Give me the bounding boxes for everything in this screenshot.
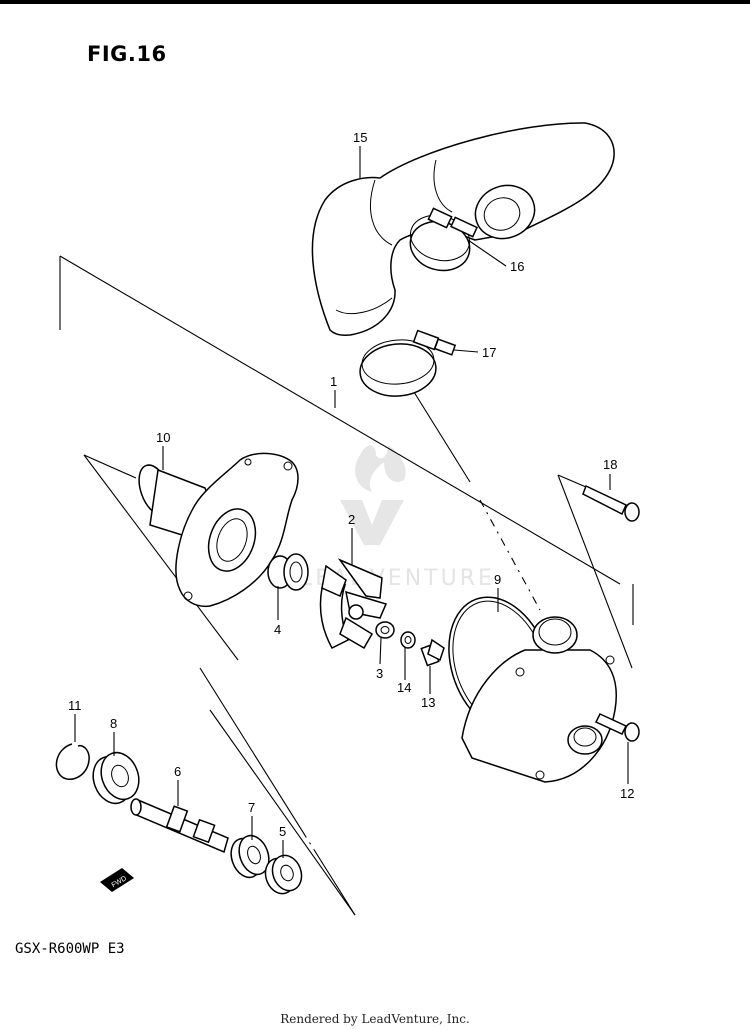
callout-8: 8 [110,716,117,731]
model-code: GSX-R600WP E3 [15,941,125,957]
leader-lines [74,146,629,858]
callout-10: 10 [156,430,170,445]
part-13-bolt [420,638,445,667]
callout-3: 3 [376,666,383,681]
callout-5: 5 [279,824,286,839]
callout-12: 12 [620,786,634,801]
callout-6: 6 [174,764,181,779]
callout-9: 9 [494,572,501,587]
part-14-washer [400,631,416,649]
part-17-hose-clamp [359,329,457,397]
callout-16: 16 [510,259,524,274]
callout-2: 2 [348,512,355,527]
callout-13: 13 [421,695,435,710]
forward-arrow-icon: FWD [100,868,134,892]
part-5-oil-seal [264,854,303,895]
part-7-bearing [230,834,270,879]
callout-15: 15 [353,130,367,145]
part-2-impeller [319,558,388,650]
watermark-logo [340,445,406,545]
pump-cover [461,616,617,783]
callout-4: 4 [274,622,281,637]
callout-14: 14 [397,680,411,695]
part-12-screw [594,713,640,742]
callout-7: 7 [248,800,255,815]
top-border [0,0,750,4]
part-6-pump-shaft [130,798,229,854]
render-credit: Rendered by LeadVenture, Inc. [280,1012,470,1026]
callout-17: 17 [482,345,496,360]
part-10-pump-housing [138,452,299,608]
part-16-hose-clamp [409,207,478,272]
callout-11: 11 [68,698,82,713]
figure-title: FIG.16 [87,42,167,66]
part-3-washer [375,621,395,639]
callout-18: 18 [603,457,617,472]
part-4-mechanical-seal [267,553,309,591]
part-11-circlip [55,743,90,780]
part-8-bearing [92,751,140,805]
callout-1: 1 [330,374,337,389]
part-18-screw [582,484,640,522]
